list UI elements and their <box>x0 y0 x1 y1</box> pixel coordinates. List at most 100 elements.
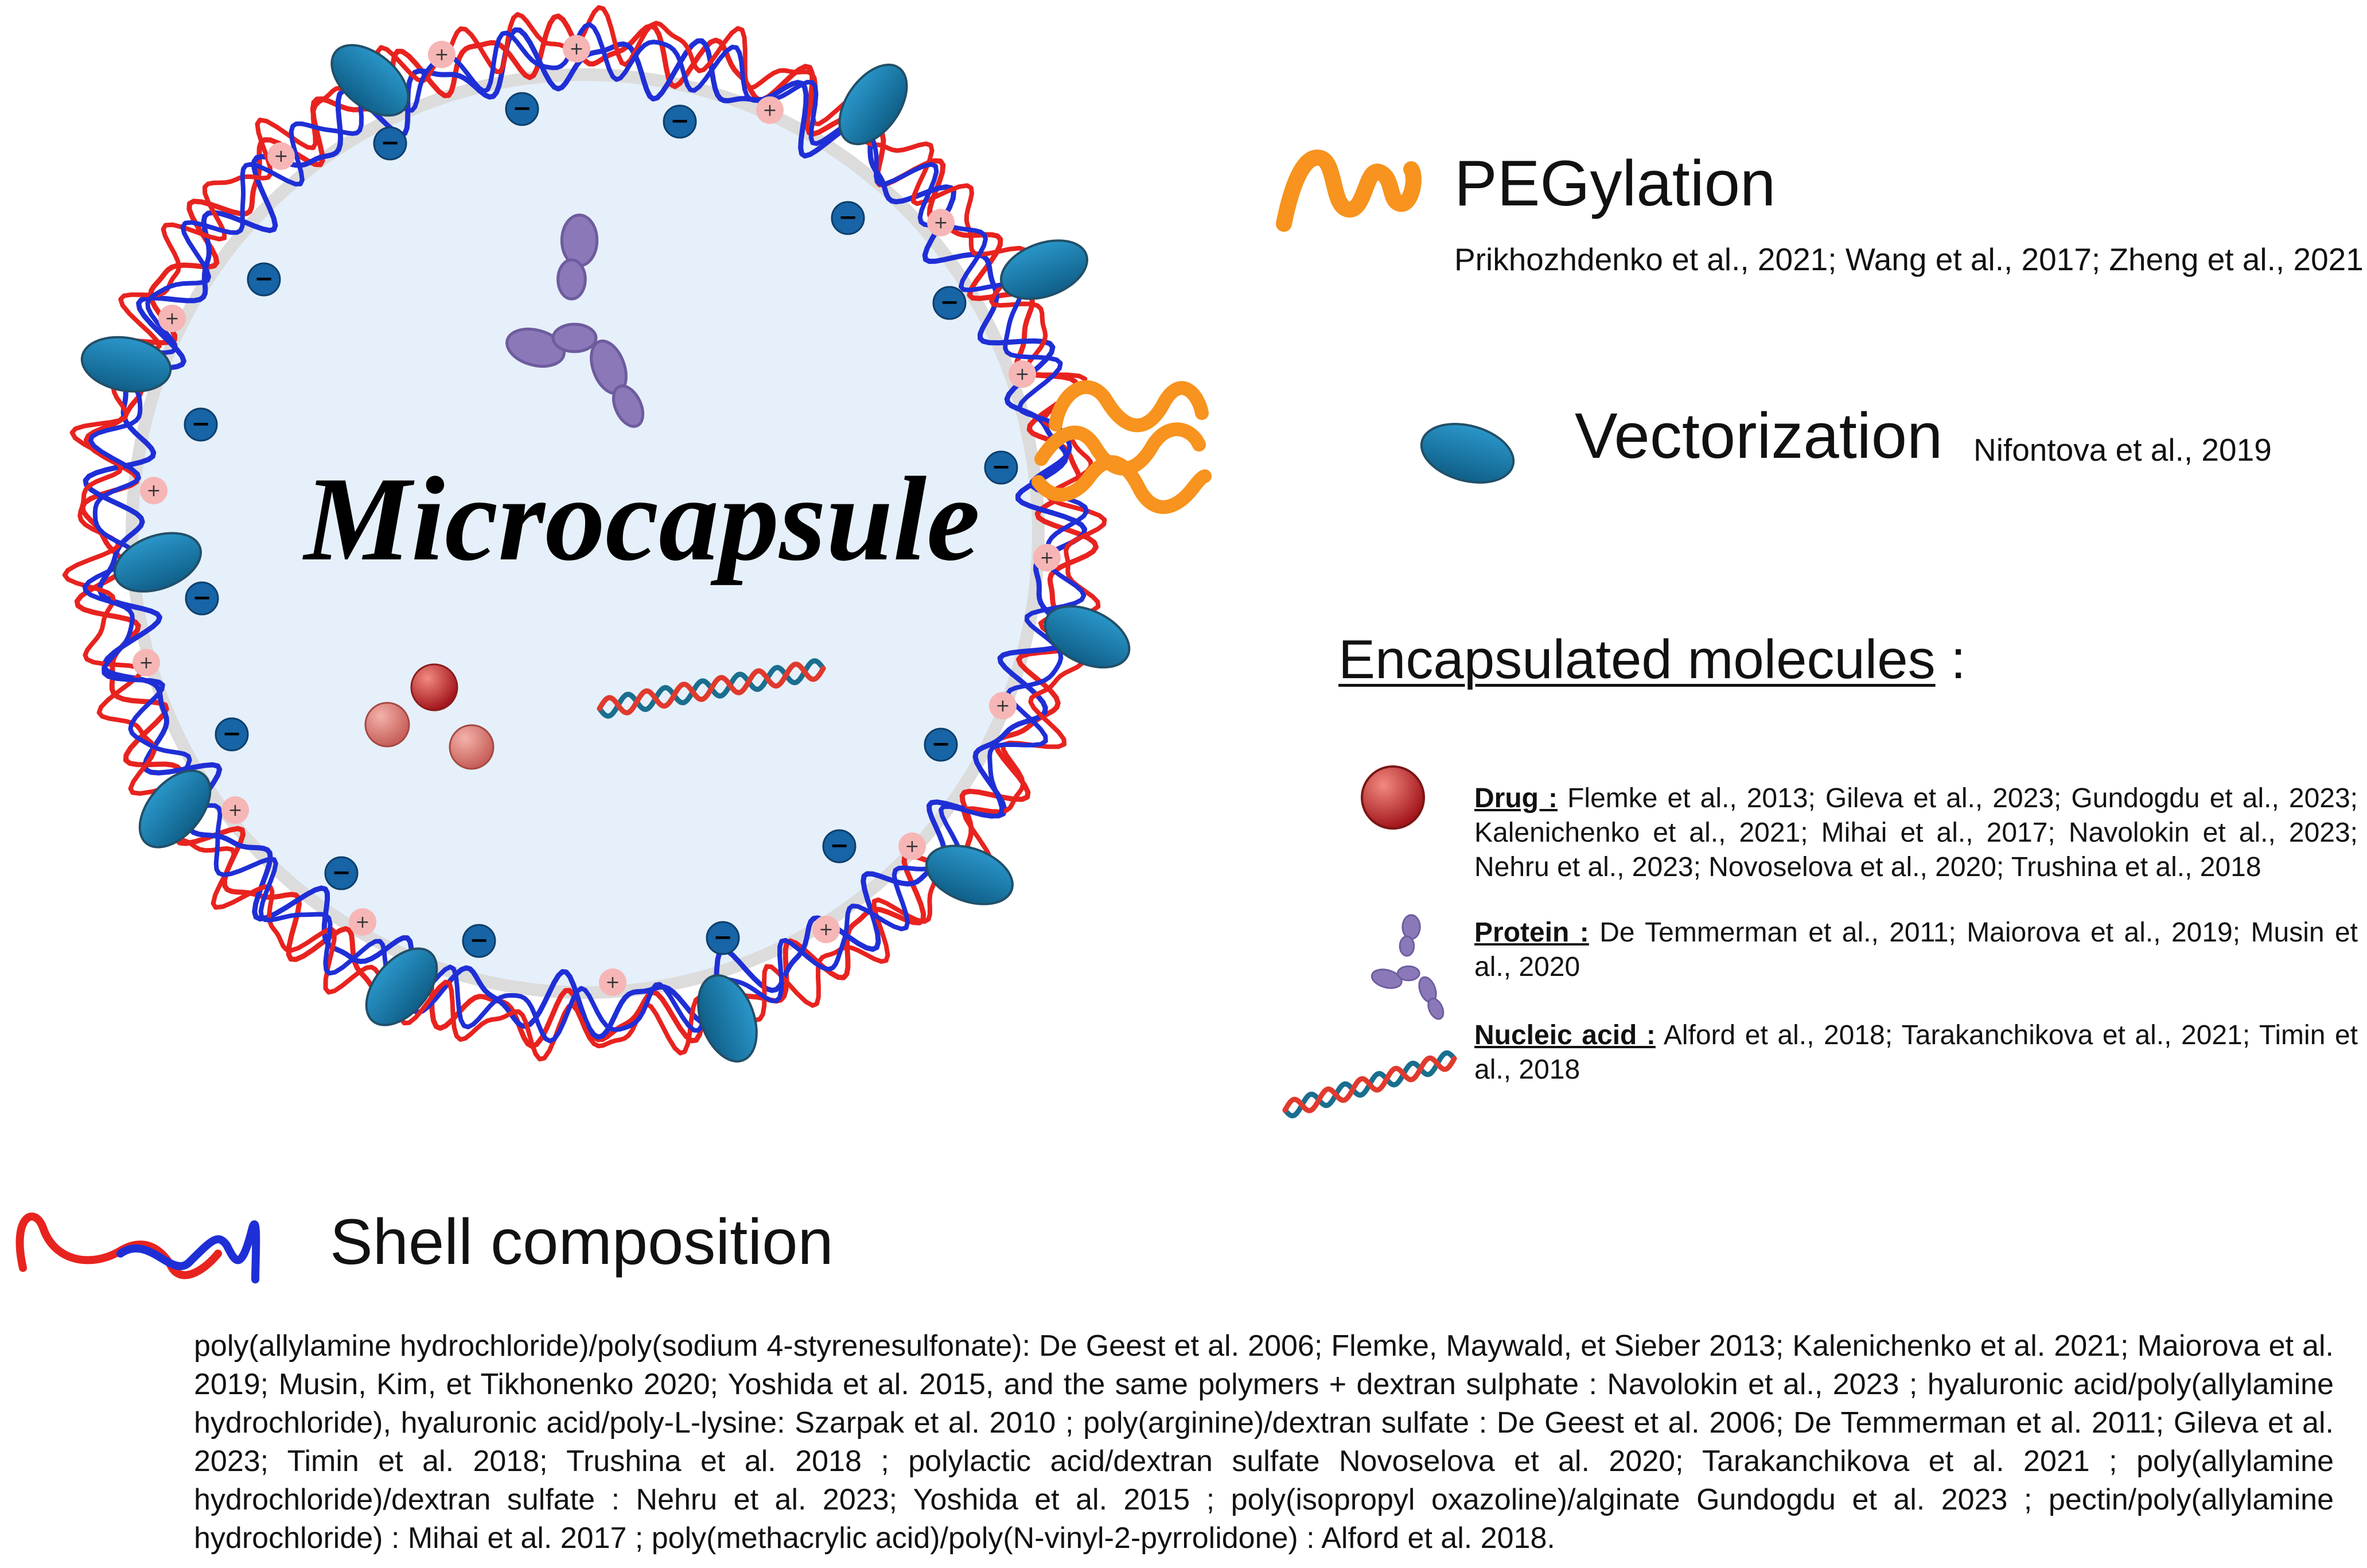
dna-helix-icon <box>1282 1050 1457 1119</box>
nucleic-acid-refs: Nucleic acid : Alford et al., 2018; Tara… <box>1474 1018 2358 1087</box>
vector-ellipse <box>838 63 908 146</box>
vector-ellipse <box>1044 605 1131 669</box>
vectorization-title: Vectorization <box>1575 400 1943 472</box>
drug-sphere <box>364 702 410 748</box>
drug-sphere <box>449 724 495 770</box>
drug-refs: Drug : Flemke et al., 2013; Gileva et al… <box>1474 781 2358 885</box>
polymer-strand <box>83 27 1088 1040</box>
negative-charge-sign: − <box>838 204 858 231</box>
negative-charge-sign: − <box>222 721 242 747</box>
positive-charge-sign: + <box>139 653 153 673</box>
negative-charge-sign: − <box>940 289 959 316</box>
positive-charge-sign: + <box>1015 364 1029 384</box>
positive-charge <box>927 209 955 236</box>
polymer-strand <box>82 22 1089 1044</box>
protein-label: Protein : <box>1474 917 1589 948</box>
drug-refs-text: Flemke et al., 2013; Gileva et al., 2023… <box>1474 783 2358 882</box>
negative-charge-sign: − <box>991 454 1011 480</box>
nucleic-acid-label: Nucleic acid : <box>1474 1020 1656 1050</box>
negative-charge <box>462 924 496 958</box>
shell-composition-text: poly(allylamine hydrochloride)/poly(sodi… <box>194 1329 2334 1555</box>
capsule-peg-chains <box>1031 380 1212 514</box>
positive-charge-sign: + <box>819 920 833 940</box>
negative-charge <box>706 921 740 955</box>
positive-charge <box>989 692 1017 719</box>
protein-refs: Protein : De Temmerman et al., 2011; Mai… <box>1474 916 2358 985</box>
capsule-vectors <box>80 44 1131 1063</box>
positive-charge <box>1009 360 1036 388</box>
vector-ellipse <box>925 845 1014 905</box>
negative-charge-sign: − <box>192 585 212 611</box>
positive-charge <box>133 649 160 676</box>
encapsulated-title-text: Encapsulated molecules <box>1338 629 1936 690</box>
positive-charge <box>898 832 926 860</box>
positive-charge <box>158 305 186 332</box>
negative-charge-sign: − <box>380 130 400 156</box>
positive-charge <box>812 916 840 943</box>
positive-charge-sign: + <box>355 912 369 932</box>
encapsulated-title: Encapsulated molecules : <box>1338 628 1966 691</box>
pegylation-refs: Prikhozhdenko et al., 2021; Wang et al.,… <box>1454 242 2364 277</box>
encapsulated-title-suffix: : <box>1935 629 1966 690</box>
vector-ellipse-icon <box>1420 423 1515 484</box>
negative-charge <box>932 286 967 320</box>
positive-charge-sign: + <box>1040 548 1054 568</box>
protein-refs-text: De Temmerman et al., 2011; Maiorova et a… <box>1474 917 2358 982</box>
vector-ellipse <box>697 974 758 1063</box>
negative-charge <box>373 126 407 161</box>
negative-charge <box>663 104 697 139</box>
positive-charge-sign: + <box>933 213 948 233</box>
nucleic-acid-refs-text: Alford et al., 2018; Tarakanchikova et a… <box>1474 1020 2358 1085</box>
positive-charge-sign: + <box>274 146 288 166</box>
positive-charge <box>267 142 295 170</box>
capsule-label: Microcapsule <box>304 453 980 586</box>
negative-charge <box>247 262 281 297</box>
pegylation-title: PEGylation <box>1454 147 1776 219</box>
positive-charge-sign: + <box>995 696 1010 716</box>
capsule-peg-chain <box>1049 380 1209 433</box>
negative-charge-sign: − <box>191 411 211 437</box>
negative-charge <box>924 727 958 762</box>
capsule-peg-chain <box>1031 455 1212 514</box>
capsule-protein <box>505 213 645 428</box>
negative-charge-sign: − <box>830 832 849 859</box>
positive-charge-sign: + <box>605 972 620 993</box>
negative-charge <box>505 92 539 126</box>
vectorization-refs: Nifontova et al., 2019 <box>1973 432 2272 468</box>
capsule-drug-molecules <box>364 663 495 770</box>
vector-ellipse <box>138 769 212 849</box>
negative-charge <box>324 856 359 890</box>
positive-charge <box>428 41 456 68</box>
negative-charge-sign: − <box>469 927 489 954</box>
capsule-dna <box>597 658 826 719</box>
negative-charge-sign: − <box>931 731 951 757</box>
positive-charge-sign: + <box>569 39 583 59</box>
positive-charge <box>349 908 376 936</box>
positive-charge <box>1033 544 1061 571</box>
peg-chain-icon <box>1276 149 1422 232</box>
protein-icon <box>1371 914 1445 1020</box>
surface-charges: ++++++++++++++++−−−−−−−−−−−−−−− <box>133 35 1061 996</box>
negative-charge <box>822 829 857 863</box>
positive-charge <box>221 796 249 824</box>
negative-charge-sign: − <box>670 108 690 134</box>
negative-charge <box>185 581 219 616</box>
negative-charge-sign: − <box>512 95 532 122</box>
positive-charge-sign: + <box>762 100 777 120</box>
negative-charge <box>831 201 865 235</box>
negative-charge <box>215 717 249 752</box>
vector-ellipse <box>1000 239 1088 300</box>
positive-charge <box>599 968 626 996</box>
shell-polymer-layer <box>62 5 1107 1062</box>
positive-charge-sign: + <box>165 309 179 329</box>
negative-charge-sign: − <box>332 859 351 886</box>
positive-charge <box>563 35 590 63</box>
negative-charge <box>184 407 218 442</box>
dna-strand <box>597 662 826 715</box>
positive-charge-sign: + <box>434 45 449 65</box>
negative-charge-sign: − <box>713 924 733 951</box>
positive-charge <box>140 477 168 504</box>
dna-strand <box>1282 1055 1457 1114</box>
shell-composition-title: Shell composition <box>330 1206 834 1278</box>
vector-ellipse <box>114 532 202 593</box>
